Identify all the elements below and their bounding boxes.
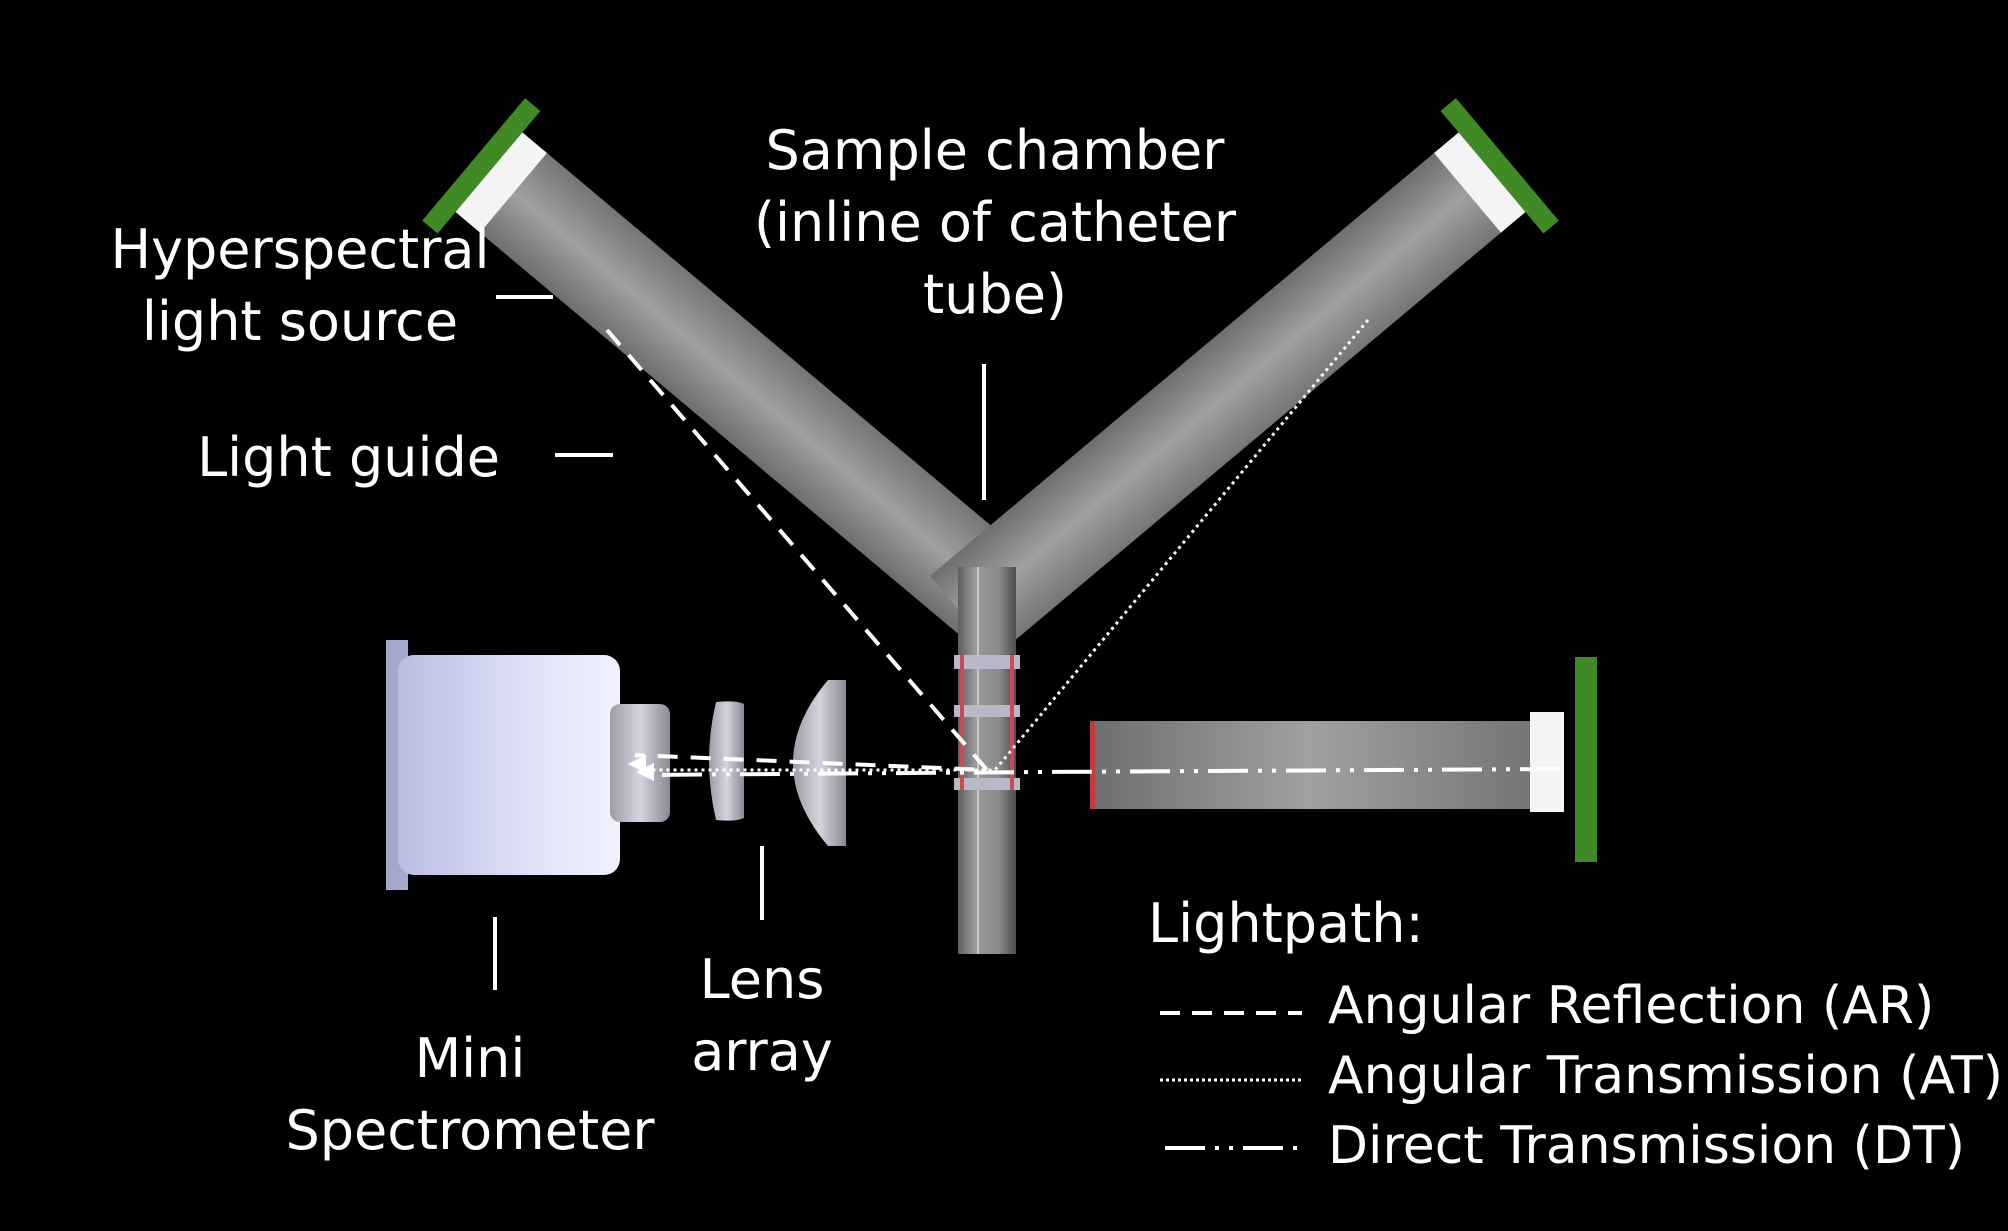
spectrometer-label-line: Spectrometer xyxy=(285,1099,655,1162)
sample-chamber-label-line: tube) xyxy=(923,263,1067,326)
catheter-tube xyxy=(958,567,1016,954)
spectrometer-body xyxy=(398,655,620,875)
leader-lines xyxy=(493,295,986,990)
sample-chamber-label: Sample chamber (inline of catheter tube) xyxy=(730,115,1260,331)
chamber-window-edge xyxy=(960,655,964,790)
hyperspectral-source-direct xyxy=(1575,657,1597,862)
legend-swatches xyxy=(1160,1011,1302,1150)
arrowhead-icon xyxy=(628,755,646,773)
light-source-label: Hyperspectral light source xyxy=(90,214,510,358)
light-paths xyxy=(605,319,1561,781)
legend-item-dt: Direct Transmission (DT) xyxy=(1328,1116,1966,1176)
lens-array-label-line: Lens xyxy=(699,948,825,1011)
light-guide-body xyxy=(930,150,1504,656)
lens-array-label-line: array xyxy=(691,1020,833,1083)
light-guide-edge xyxy=(1090,721,1095,809)
spectrometer-label: Mini Spectrometer xyxy=(270,1023,670,1167)
light-guide-label: Light guide xyxy=(197,426,500,489)
light-guide-coupler xyxy=(1434,131,1527,233)
chamber-window xyxy=(954,778,1020,790)
legend-title: Lightpath: xyxy=(1148,892,1424,955)
chamber-window xyxy=(954,655,1020,669)
sample-chamber xyxy=(954,567,1020,954)
legend-item-ar: Angular Reflection (AR) xyxy=(1328,976,1935,1036)
light-source-label-line: light source xyxy=(141,290,459,353)
plano-convex-lens xyxy=(709,701,744,821)
chamber-window-edge xyxy=(1010,655,1014,790)
light-source-label-line: Hyperspectral xyxy=(110,218,490,281)
hyperspectral-source-left xyxy=(422,98,541,234)
light-guide-coupler xyxy=(1530,712,1564,812)
mini-spectrometer xyxy=(386,640,670,890)
spectrometer-label-line: Mini xyxy=(414,1027,526,1090)
chamber-window xyxy=(954,705,1020,717)
horizontal-light-guide xyxy=(1090,657,1597,862)
lens-array-label: Lens array xyxy=(642,944,882,1088)
lens-array xyxy=(709,680,846,846)
arrowhead-icon xyxy=(636,763,654,781)
left-light-guide xyxy=(422,98,1051,656)
hyperspectral-source-right xyxy=(1440,98,1559,234)
direct-transmission-path xyxy=(639,767,1561,777)
aspheric-lens xyxy=(793,680,846,846)
legend-item-at: Angular Transmission (AT) xyxy=(1328,1046,2004,1106)
light-guide-body xyxy=(477,150,1051,656)
sample-chamber-label-line: Sample chamber xyxy=(765,119,1225,182)
light-guide-body xyxy=(1090,721,1530,809)
light-guide-coupler xyxy=(454,131,547,233)
sample-chamber-label-line: (inline of catheter xyxy=(753,191,1237,254)
right-light-guide xyxy=(930,98,1559,656)
